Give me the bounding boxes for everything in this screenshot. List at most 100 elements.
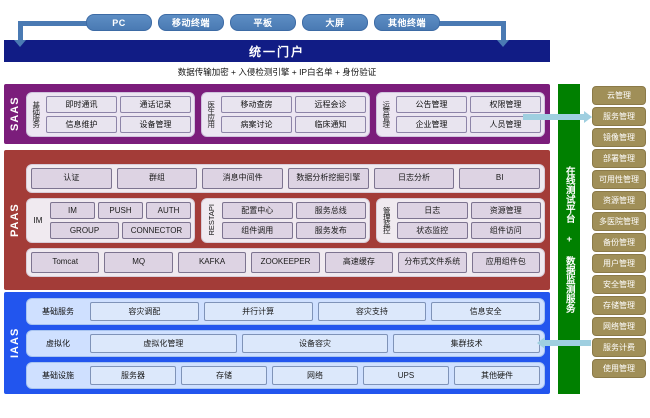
terminal-bracket-left-horizontal: [18, 21, 94, 26]
paas-cell-zookeeper[interactable]: ZOOKEEPER: [251, 251, 320, 273]
sidebar-item-availability-mgmt[interactable]: 可用性管理: [592, 170, 646, 189]
terminal-bigscreen[interactable]: 大屏: [302, 14, 368, 31]
saas-cell-im[interactable]: 即时通讯: [46, 95, 117, 113]
sidebar-item-cloud-mgmt[interactable]: 云管理: [592, 86, 646, 105]
saas-group-basic-service-cells: 即时通讯 通话记录 信息维护 设备管理: [46, 95, 191, 133]
iaas-cell-virt-mgmt[interactable]: 虚拟化管理: [90, 333, 237, 353]
saas-cell-clinical-notice[interactable]: 临床通知: [295, 115, 366, 133]
paas-cell-group[interactable]: 群组: [116, 167, 198, 189]
saas-cell-enterprise[interactable]: 企业管理: [396, 115, 467, 133]
sidebar-item-resource-mgmt[interactable]: 资源管理: [592, 191, 646, 210]
paas-cell-service-publish[interactable]: 服务发布: [295, 221, 366, 239]
saas-group-basic-service: 基础服务 即时通讯 通话记录 信息维护 设备管理: [26, 91, 195, 137]
sidebar-item-security-mgmt[interactable]: 安全管理: [592, 275, 646, 294]
iaas-row-virtualization: 虚拟化 虚拟化管理 设备容灾 集群技术: [26, 329, 545, 357]
paas-cell-mq[interactable]: MQ: [104, 251, 173, 273]
iaas-cell-dr-support[interactable]: 容灾支持: [317, 301, 427, 321]
saas-cell-infomaint[interactable]: 信息维护: [46, 115, 117, 133]
iaas-row-basic-service: 基础服务 容灾调配 并行计算 容灾支持 信息安全: [26, 297, 545, 325]
saas-group-operation-mgmt-label: 运营管理: [381, 101, 391, 127]
iaas-cell-info-security[interactable]: 信息安全: [431, 301, 540, 321]
saas-cell-devicemgmt[interactable]: 设备管理: [120, 115, 191, 133]
terminal-bracket-right-vertical: [501, 21, 506, 42]
sidebar-item-image-mgmt[interactable]: 镜像管理: [592, 128, 646, 147]
paas-cell-data-mining-engine[interactable]: 数据分析挖掘引擎: [288, 167, 369, 189]
sidebar-item-deployment-mgmt[interactable]: 部署管理: [592, 149, 646, 168]
paas-group-im: IM IM PUSH AUTH GROUP CONNECTOR: [26, 197, 195, 243]
iaas-row-basic-service-label: 基础服务: [42, 306, 74, 316]
iaas-cell-parallel-computing[interactable]: 并行计算: [203, 301, 313, 321]
sidebar-item-backup-mgmt[interactable]: 备份管理: [592, 233, 646, 252]
terminal-bracket-right-horizontal: [424, 21, 506, 26]
paas-cell-resource-mgmt[interactable]: 资源管理: [470, 201, 541, 219]
paas-cell-log-analysis[interactable]: 日志分析: [373, 167, 455, 189]
terminal-list: PC 移动终端 平板 大屏 其他终端: [86, 14, 440, 31]
iaas-cell-dr-scheduling[interactable]: 容灾调配: [90, 301, 199, 321]
iaas-cell-device-dr[interactable]: 设备容灾: [241, 333, 389, 353]
connector-arrow-saas-to-sidebar: [523, 111, 592, 123]
paas-cell-app-package[interactable]: 应用组件包: [471, 251, 540, 273]
layer-paas: PAAS 认证 群组 消息中间件 数据分析挖掘引擎 日志分析 BI IM IM …: [4, 150, 550, 290]
paas-cell-im[interactable]: IM: [50, 201, 95, 219]
sidebar-item-usage-mgmt[interactable]: 使用管理: [592, 359, 646, 378]
terminal-pc[interactable]: PC: [86, 14, 152, 31]
cloud-management-sidebar: 云管理 服务管理 镜像管理 部署管理 可用性管理 资源管理 多医院管理 备份管理…: [592, 86, 646, 378]
connector-arrow-sidebar-to-iaas: [537, 337, 591, 349]
paas-bottom-row: Tomcat MQ KAFKA ZOOKEEPER 高速缓存 分布式文件系统 应…: [26, 247, 545, 277]
paas-cell-connector[interactable]: CONNECTOR: [122, 221, 191, 239]
terminal-other[interactable]: 其他终端: [374, 14, 440, 31]
paas-cell-service-bus[interactable]: 服务总线: [295, 201, 366, 219]
layer-iaas-body: 基础服务 容灾调配 并行计算 容灾支持 信息安全 虚拟化 虚拟化管理 设备容灾 …: [26, 294, 550, 393]
sidebar-item-network-mgmt[interactable]: 网络管理: [592, 317, 646, 336]
paas-cell-component-access[interactable]: 组件访问: [470, 221, 541, 239]
online-test-platform-bar: 在线测试平台 + 数据监测服务: [558, 84, 580, 394]
paas-cell-authn[interactable]: AUTH: [146, 201, 191, 219]
saas-group-operation-mgmt-cells: 公告管理 权限管理 企业管理 人员管理: [396, 95, 541, 133]
layer-paas-body: 认证 群组 消息中间件 数据分析挖掘引擎 日志分析 BI IM IM PUSH …: [26, 160, 550, 281]
iaas-cell-network[interactable]: 网络: [272, 365, 358, 385]
terminal-mobile[interactable]: 移动终端: [158, 14, 224, 31]
sidebar-item-service-billing[interactable]: 服务计费: [592, 338, 646, 357]
saas-group-operation-mgmt: 运营管理 公告管理 权限管理 企业管理 人员管理: [376, 91, 545, 137]
paas-cell-status-monitor[interactable]: 状态监控: [397, 221, 468, 239]
paas-cell-group-api[interactable]: GROUP: [50, 221, 119, 239]
iaas-cell-storage[interactable]: 存储: [181, 365, 267, 385]
paas-cell-push[interactable]: PUSH: [98, 201, 143, 219]
sidebar-item-multi-hospital-mgmt[interactable]: 多医院管理: [592, 212, 646, 231]
iaas-cell-cluster-tech[interactable]: 集群技术: [393, 333, 541, 353]
iaas-cell-other-hw[interactable]: 其他硬件: [454, 365, 540, 385]
saas-cell-permission[interactable]: 权限管理: [470, 95, 541, 113]
saas-group-basic-service-label: 基础服务: [31, 101, 41, 127]
iaas-cell-ups[interactable]: UPS: [363, 365, 449, 385]
saas-cell-case-discuss[interactable]: 病案讨论: [221, 115, 292, 133]
terminal-tablet[interactable]: 平板: [230, 14, 296, 31]
paas-cell-mq-middleware[interactable]: 消息中间件: [202, 167, 284, 189]
sidebar-item-service-mgmt[interactable]: 服务管理: [592, 107, 646, 126]
iaas-cell-server[interactable]: 服务器: [90, 365, 176, 385]
layer-saas: SAAS 基础服务 即时通讯 通话记录 信息维护 设备管理 医生应用 移动查房 …: [4, 84, 550, 144]
paas-group-im-label: IM: [33, 215, 43, 225]
paas-cell-component-call[interactable]: 组件调用: [222, 221, 293, 239]
sidebar-item-user-mgmt[interactable]: 用户管理: [592, 254, 646, 273]
paas-cell-log[interactable]: 日志: [397, 201, 468, 219]
paas-group-monitor-cells: 日志 资源管理 状态监控 组件访问: [397, 201, 541, 239]
paas-group-monitor-label: 管理监控: [382, 207, 392, 233]
paas-cell-kafka[interactable]: KAFKA: [177, 251, 247, 273]
paas-cell-config-center[interactable]: 配置中心: [222, 201, 293, 219]
arrow-down-left-icon: [14, 40, 26, 47]
paas-top-row: 认证 群组 消息中间件 数据分析挖掘引擎 日志分析 BI: [26, 163, 545, 193]
sidebar-item-storage-mgmt[interactable]: 存储管理: [592, 296, 646, 315]
saas-cell-announcement[interactable]: 公告管理: [396, 95, 467, 113]
paas-cell-auth[interactable]: 认证: [31, 167, 112, 189]
saas-cell-teleconsult[interactable]: 远程会诊: [295, 95, 366, 113]
terminal-bracket-left-vertical: [18, 21, 23, 42]
layer-saas-body: 基础服务 即时通讯 通话记录 信息维护 设备管理 医生应用 移动查房 远程会诊 …: [26, 88, 550, 141]
unified-portal-banner: 统一门户: [4, 40, 550, 62]
saas-group-doctor-app: 医生应用 移动查房 远程会诊 病案讨论 临床通知: [201, 91, 370, 137]
paas-cell-dfs[interactable]: 分布式文件系统: [398, 251, 467, 273]
paas-cell-cache[interactable]: 高速缓存: [324, 251, 394, 273]
paas-cell-tomcat[interactable]: Tomcat: [31, 251, 100, 273]
paas-cell-bi[interactable]: BI: [459, 167, 541, 189]
saas-cell-mobile-ward[interactable]: 移动查房: [221, 95, 292, 113]
saas-cell-calllog[interactable]: 通话记录: [120, 95, 191, 113]
